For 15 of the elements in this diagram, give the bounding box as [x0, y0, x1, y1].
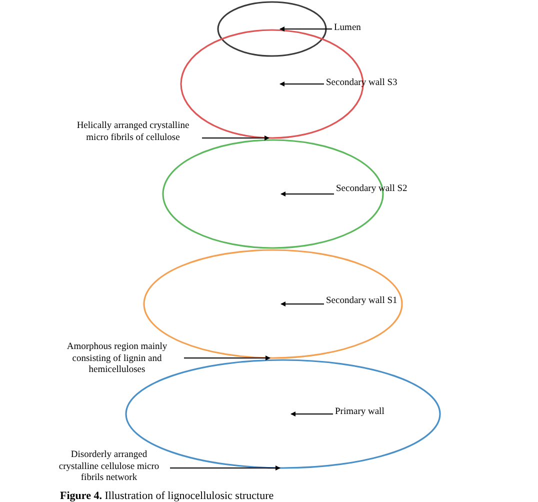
leader-arrow — [202, 136, 270, 140]
leader-arrow — [280, 302, 324, 306]
leader-arrow — [280, 192, 334, 196]
leader-arrow — [280, 82, 324, 86]
part-label: Disorderly arranged crystalline cellulose micro fibrils network — [58, 450, 160, 484]
part-label: Helically arranged crystalline micro fibrils of cellulose — [76, 121, 190, 144]
leader-arrow — [290, 412, 334, 416]
part-label: Lumen — [334, 23, 362, 34]
part-label: Primary wall — [335, 407, 386, 418]
wall-layer-ellipse — [217, 1, 327, 57]
figure-caption: Figure 4. Illustration of lignocellulosic structure — [60, 490, 274, 502]
part-label: Secondary wall S1 — [326, 296, 398, 308]
part-label: Amorphous region mainly consisting of lignin and hemicelluloses — [66, 342, 168, 376]
leader-arrow — [170, 466, 280, 470]
leader-arrow — [184, 356, 270, 360]
